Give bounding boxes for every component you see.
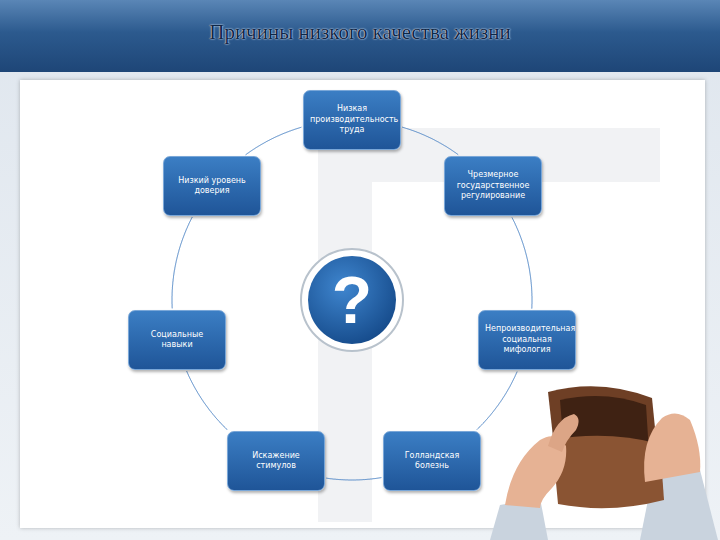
cause-box: Социальные навыки: [128, 310, 226, 370]
ring-connector: [512, 218, 532, 309]
thumb: [548, 414, 579, 452]
cause-text: Чрезмерное государственное регулирование: [451, 170, 535, 201]
hand: [644, 413, 700, 482]
question-circle: ?: [299, 247, 405, 353]
cause-text: Социальные навыки: [135, 330, 219, 351]
ring-connector: [326, 478, 381, 480]
cause-box: Чрезмерное государственное регулирование: [444, 156, 542, 216]
cause-text: Низкий уровень доверия: [170, 176, 254, 197]
cause-box: Искажение стимулов: [227, 431, 325, 491]
cause-box: Непроизводительная социальная мифология: [478, 310, 576, 370]
cause-text: Искажение стимулов: [234, 451, 318, 472]
ring-connector: [187, 371, 228, 430]
ring-connector: [402, 127, 458, 155]
wallet-illustration: [490, 386, 718, 540]
cause-box: Низкая производительность труда: [303, 90, 401, 150]
question-mark: ?: [299, 247, 405, 353]
cause-text: Низкая производительность труда: [310, 104, 394, 135]
cause-box: Низкий уровень доверия: [163, 156, 261, 216]
ring-connector: [477, 372, 517, 430]
ring-connector: [246, 127, 302, 155]
cause-text: Голландская болезнь: [390, 451, 474, 472]
ring-connector: [172, 217, 192, 308]
slide-title: Причины низкого качества жизни: [0, 20, 720, 45]
cause-box: Голландская болезнь: [383, 431, 481, 491]
cause-text: Непроизводительная социальная мифология: [485, 324, 569, 355]
